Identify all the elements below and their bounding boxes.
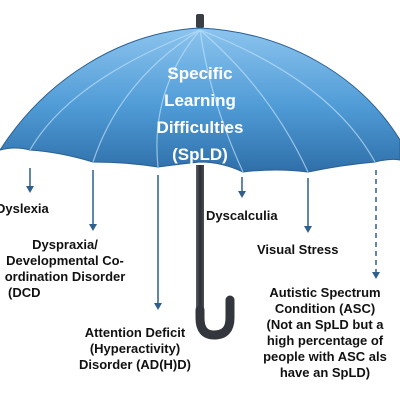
label-line: have an SpLD) [279,365,371,380]
canopy-ribs [29,29,376,173]
label-line: ordination Disorder [4,269,126,284]
label-line: Dyscalculia [206,208,278,223]
arrow-dyscalculia [238,177,246,198]
label-dyspraxia: Dyspraxia/ Developmental Co- ordination … [0,237,140,301]
label-line: Developmental Co- [6,253,124,268]
label-line: Visual Stress [257,242,339,257]
label-line: Disorder (AD(H)D) [79,357,191,372]
label-line: high percentage of [266,333,384,348]
umbrella-handle [195,165,235,340]
title-line: Learning [164,91,236,110]
label-line: Condition (ASC) [274,301,376,316]
arrow-asc [372,170,380,279]
label-line: Dyslexia [0,201,49,216]
label-dyscalculia: Dyscalculia [206,208,278,224]
label-adhd: Attention Deficit (Hyperactivity) Disord… [60,325,210,373]
label-line: (Not an SpLD but a [266,317,384,332]
arrow-adhd [154,175,162,310]
label-line: (Hyperactivity) [89,341,181,356]
title-line: (SpLD) [172,145,228,164]
arrow-visual-stress [304,178,312,233]
label-line: (DCD [8,285,41,300]
umbrella-tip [196,14,204,28]
label-line: Dyspraxia/ [32,237,98,252]
arrows [26,168,380,310]
label-dyslexia: Dyslexia [0,201,49,217]
arrow-dyslexia [26,168,34,193]
label-line: people with ASC als [263,349,387,364]
title-line: Specific [167,64,233,83]
label-line: Attention Deficit [84,325,186,340]
label-visual-stress: Visual Stress [257,242,338,258]
label-asc: Autistic Spectrum Condition (ASC) (Not a… [250,285,400,381]
label-line: Autistic Spectrum [269,285,381,300]
arrow-dyspraxia [89,170,97,231]
title-line: Difficulties [156,118,244,137]
